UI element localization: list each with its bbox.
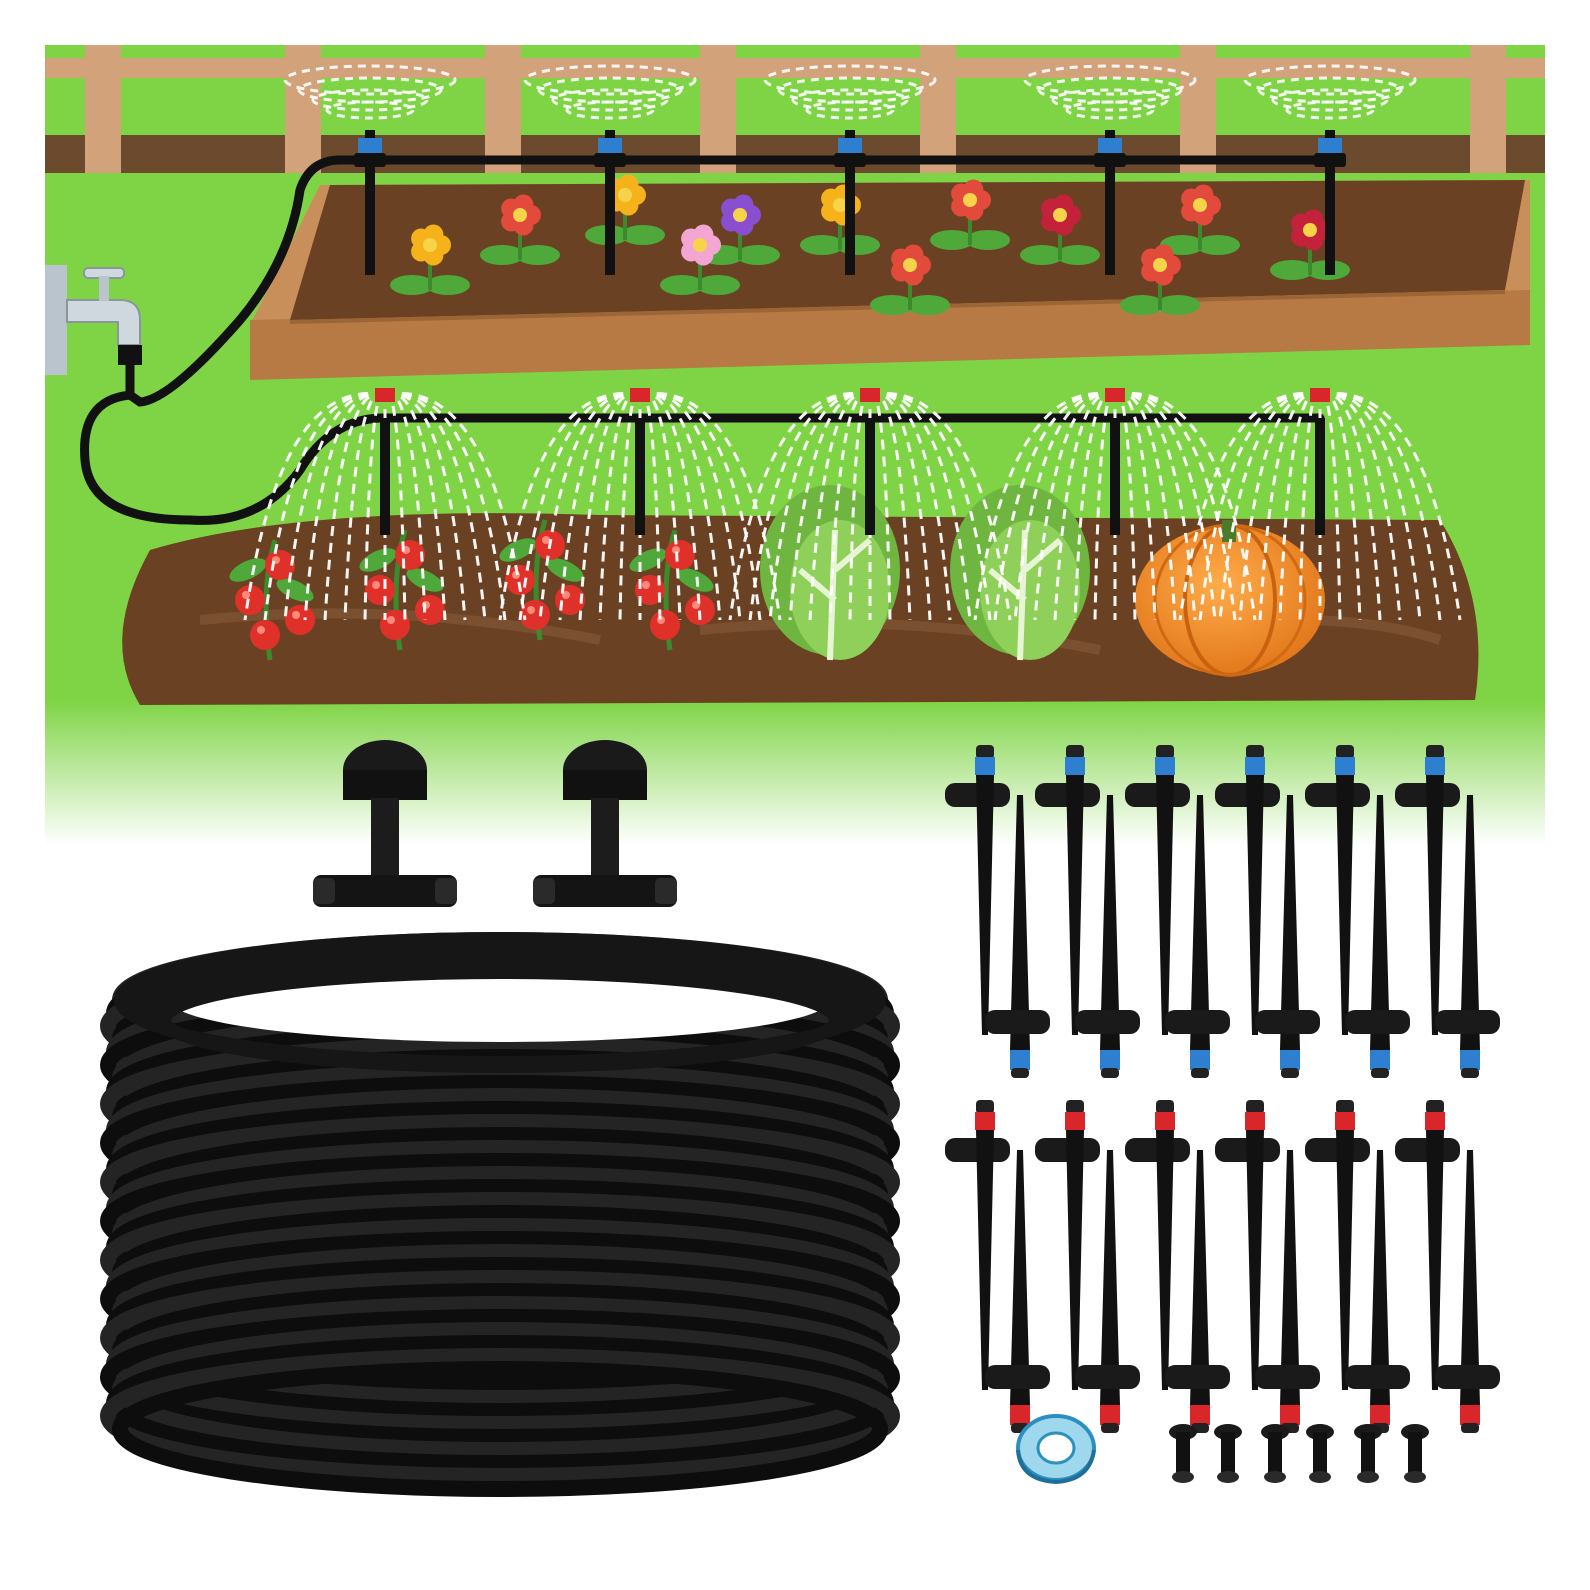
red-sprinkler-stake-icon [1435,1150,1500,1433]
red-sprinkler-icon [728,388,1012,621]
blue-sprinkler-stake-icon [945,745,1010,1035]
end-plug-icon [1261,1424,1289,1483]
blue-sprinkler-stake-icon [1075,795,1140,1078]
blue-sprinkler-icon [1243,64,1417,275]
red-sprinkler-stake-icon [1305,1100,1370,1390]
flower-icon [870,244,950,315]
blue-sprinkler-stake-icon [1165,795,1230,1078]
blue-sprinkler-icon [283,64,457,275]
tubing-coil-icon [100,932,900,1497]
red-sprinkler-stake-icon [985,1150,1050,1433]
sealing-tape-icon [1016,1414,1096,1485]
blue-sprinkler-stake-icon [1345,795,1410,1078]
blue-sprinkler-stake-icon [1395,745,1460,1035]
flower-icon [1020,194,1100,265]
raised-flower-bed [250,180,1530,380]
blue-sprinkler-stake-icon [1215,745,1280,1035]
flower-icon [390,224,470,295]
red-sprinkler-stake-icon [1345,1150,1410,1433]
red-sprinkler-stake-icon [1215,1100,1280,1390]
red-sprinkler-icon [1178,388,1462,621]
sprinkler-system [243,64,1462,621]
flower-icon [930,179,1010,250]
end-plug-icon [1354,1424,1382,1483]
blue-sprinkler-icon [523,64,697,275]
blue-sprinkler-stake-icon [1125,745,1190,1035]
blue-sprinkler-stake-icon [985,795,1050,1078]
blue-sprinkler-stake-icon [1305,745,1370,1035]
red-sprinkler-stake-icon [1165,1150,1230,1433]
wooden-fence [45,45,1545,173]
end-plug-icon [1169,1424,1197,1483]
blue-sprinkler-stake-icon [1255,795,1320,1078]
flower-icon [480,194,560,265]
feed-tubing [80,155,1325,525]
flower-icon [1120,244,1200,315]
red-sprinkler-icon [243,388,527,621]
tomato-plant-icon [629,529,715,651]
faucet-tee-adapter-icon [313,740,457,907]
faucet-tee-adapter-icon [533,740,677,907]
flower-group [390,174,1350,315]
blue-sprinkler-stake-icon [1435,795,1500,1078]
water-faucet-icon [45,265,142,375]
end-plug-icon [1306,1424,1334,1483]
end-plugs [1169,1424,1429,1483]
end-plug-icon [1214,1424,1242,1483]
red-sprinkler-icon [498,388,782,621]
red-sprinkler-stake-icon [1035,1100,1100,1390]
sprinkler-stakes [945,745,1500,1433]
blue-sprinkler-icon [763,64,937,275]
red-sprinkler-stake-icon [1395,1100,1460,1390]
flower-icon [1270,209,1350,280]
red-sprinkler-stake-icon [1075,1150,1140,1433]
blue-sprinkler-stake-icon [1035,745,1100,1035]
tomato-plant-icon [229,539,315,661]
pumpkin-icon [1135,520,1325,677]
red-sprinkler-stake-icon [945,1100,1010,1390]
red-sprinkler-stake-icon [1255,1150,1320,1433]
flower-icon [660,224,740,295]
blue-sprinkler-icon [1023,64,1197,275]
red-sprinkler-stake-icon [1125,1100,1190,1390]
end-plug-icon [1401,1424,1429,1483]
faucet-tee-adapters [313,740,677,907]
